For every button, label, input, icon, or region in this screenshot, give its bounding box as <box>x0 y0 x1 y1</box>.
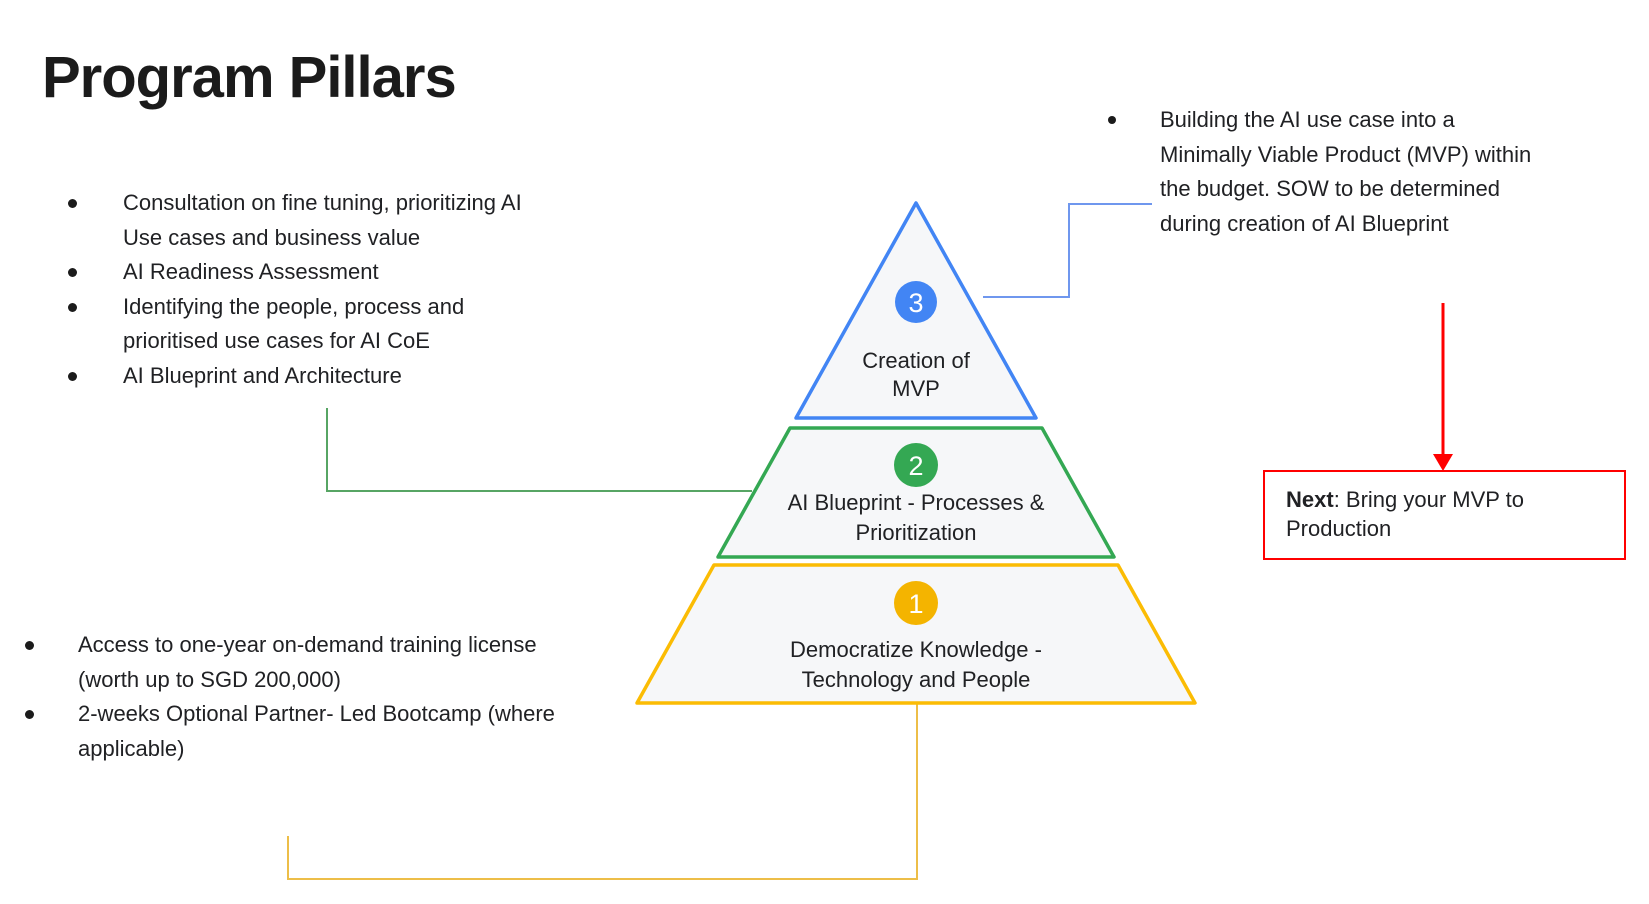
list-item: AI Readiness Assessment <box>68 255 522 290</box>
bullet-dot-icon <box>25 641 34 650</box>
bullet-dot-icon <box>68 302 77 312</box>
bullet-dot-icon <box>68 371 77 381</box>
next-step-label: Next <box>1286 487 1334 512</box>
mvp-bullet-note: Building the AI use case into a Minimall… <box>1108 103 1531 241</box>
bullet-dot-icon <box>68 268 77 277</box>
level-1-label: Democratize Knowledge - Technology and P… <box>790 637 1042 692</box>
bullet-dot-icon <box>25 710 34 719</box>
program-scope-bullet-list: Consultation on fine tuning, prioritizin… <box>68 186 522 393</box>
bullet-text: AI Readiness Assessment <box>123 259 379 284</box>
level-3-number: 3 <box>908 288 923 318</box>
page-title: Program Pillars <box>42 45 457 110</box>
level-3-number-badge <box>895 281 937 323</box>
bullet-text: Identifying the people, process and prio… <box>123 293 465 354</box>
bullet-text: AI Blueprint and Architecture <box>123 362 402 388</box>
list-item: Building the AI use case into a Minimall… <box>1108 103 1531 241</box>
bullet-text: Consultation on fine tuning, prioritizin… <box>123 190 522 250</box>
bullet-dot-icon <box>68 199 77 208</box>
training-bullet-list: Access to one-year on-demand training li… <box>25 628 555 766</box>
list-item: Consultation on fine tuning, prioritizin… <box>68 186 522 255</box>
pyramid-level-1-shape <box>635 563 1197 705</box>
bullet-text: Access to one-year on-demand training li… <box>78 632 537 692</box>
green-connector-line <box>326 408 752 492</box>
list-item: Access to one-year on-demand training li… <box>25 628 555 697</box>
pyramid-level-2-shape <box>716 426 1116 559</box>
list-item: 2-weeks Optional Partner- Led Bootcamp (… <box>25 697 555 766</box>
level-2-number-badge <box>894 443 938 487</box>
bullet-text: 2-weeks Optional Partner- Led Bootcamp (… <box>78 701 555 761</box>
level-3-label: Creation of MVP <box>862 348 970 401</box>
bullet-text: Building the AI use case into a Minimall… <box>1160 107 1532 236</box>
level-2-label: AI Blueprint - Processes & Prioritizatio… <box>787 490 1045 545</box>
list-item: AI Blueprint and Architecture <box>68 359 522 394</box>
next-step-box: Next: Bring your MVP to Production <box>1263 470 1626 560</box>
bullet-dot-icon <box>1108 116 1116 124</box>
level-1-number: 1 <box>908 589 923 619</box>
list-item: Identifying the people, process and prio… <box>68 290 522 359</box>
next-step-text: : Bring your MVP to Production <box>1286 487 1525 541</box>
blue-connector-line <box>983 203 1152 298</box>
red-arrow-head-icon <box>1433 454 1453 471</box>
level-1-number-badge <box>894 581 938 625</box>
level-2-number: 2 <box>908 451 923 481</box>
yellow-connector-line <box>287 703 918 880</box>
